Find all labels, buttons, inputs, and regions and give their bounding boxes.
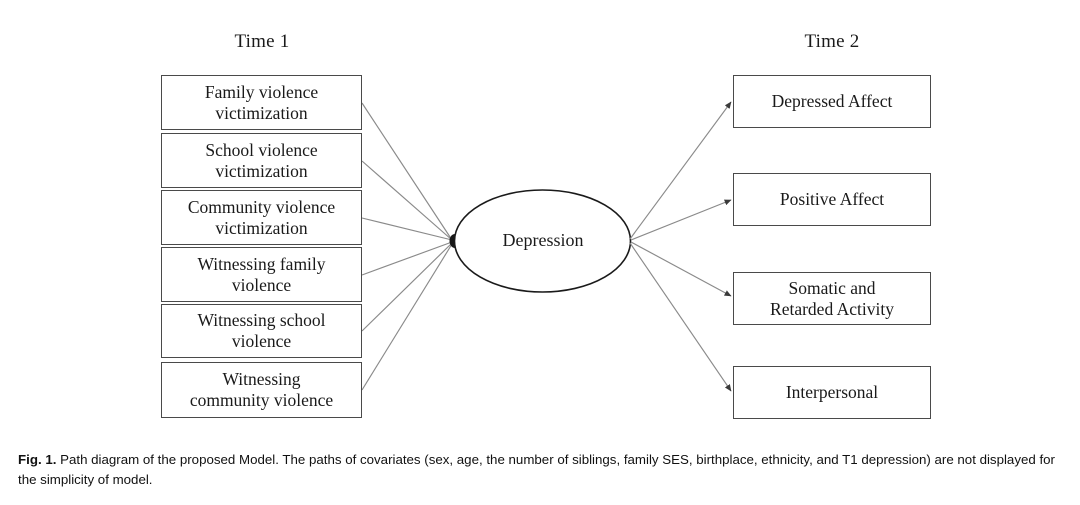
predictor-box-community-violence-victimization[interactable]: Community violence victimization [161,190,362,245]
depression-ellipse [453,189,632,293]
predictor-label-line1: Witnessing [222,369,301,389]
path-family-violence-victimization [361,102,453,241]
predictor-label-line1: Community violence [187,196,336,217]
outcome-path-group [629,101,732,392]
path-witnessing-community-violence [361,243,453,391]
figure-caption: Fig. 1. Path diagram of the proposed Mod… [18,450,1068,490]
predictor-label-line1: Witnessing school [197,310,326,330]
predictor-box-witnessing-school-violence[interactable]: Witnessing school violence [161,304,362,358]
path-to-interpersonal [629,242,732,392]
outcome-label-line1: Depressed Affect [771,91,893,111]
predictor-label-line2: violence [231,274,292,295]
path-to-somatic-retarded-activity [630,241,732,297]
predictor-box-school-violence-victimization[interactable]: School violence victimization [161,133,362,188]
predictor-label-line2: victimization [215,217,308,238]
predictor-label-line2: violence [231,331,292,351]
predictor-label-line2: victimization [215,102,308,123]
outcome-box-positive-affect[interactable]: Positive Affect [733,173,931,226]
path-community-violence-victimization [361,217,453,241]
predictor-label-line2: community violence [189,390,334,410]
time1-header: Time 1 [234,31,290,52]
predictor-box-witnessing-community-violence[interactable]: Witnessing community violence [161,362,362,418]
predictor-path-group [361,102,453,391]
outcome-label-line1: Positive Affect [779,189,885,209]
predictor-box-family-violence-victimization[interactable]: Family violence victimization [161,75,362,130]
outcome-box-somatic-retarded-activity[interactable]: Somatic and Retarded Activity [733,272,931,325]
figure-caption-label: Fig. 1. [18,452,57,467]
path-diagram-figure: Time 1 Time 2 Family violence victimizat… [161,31,931,419]
predictor-label-line1: Witnessing family [197,253,326,274]
outcome-label-line2: Retarded Activity [770,298,894,319]
path-lines-layer [361,101,732,392]
predictor-label-line2: victimization [215,160,308,181]
path-to-depressed-affect [629,101,732,240]
time2-header: Time 2 [804,31,860,52]
depression-label: Depression [502,230,584,250]
path-school-violence-victimization [361,160,453,241]
predictor-box-witnessing-family-violence[interactable]: Witnessing family violence [161,247,362,302]
outcome-label-line1: Somatic and [788,277,876,298]
predictor-label-line1: School violence [205,139,318,160]
outcome-box-depressed-affect[interactable]: Depressed Affect [733,75,931,128]
path-witnessing-family-violence [361,241,453,276]
predictor-label-line1: Family violence [204,81,319,102]
path-witnessing-school-violence [361,242,453,332]
outcome-box-interpersonal[interactable]: Interpersonal [733,366,931,419]
figure-caption-text: Path diagram of the proposed Model. The … [18,452,1055,487]
path-to-positive-affect [630,199,732,241]
outcome-label-line1: Interpersonal [785,382,879,402]
